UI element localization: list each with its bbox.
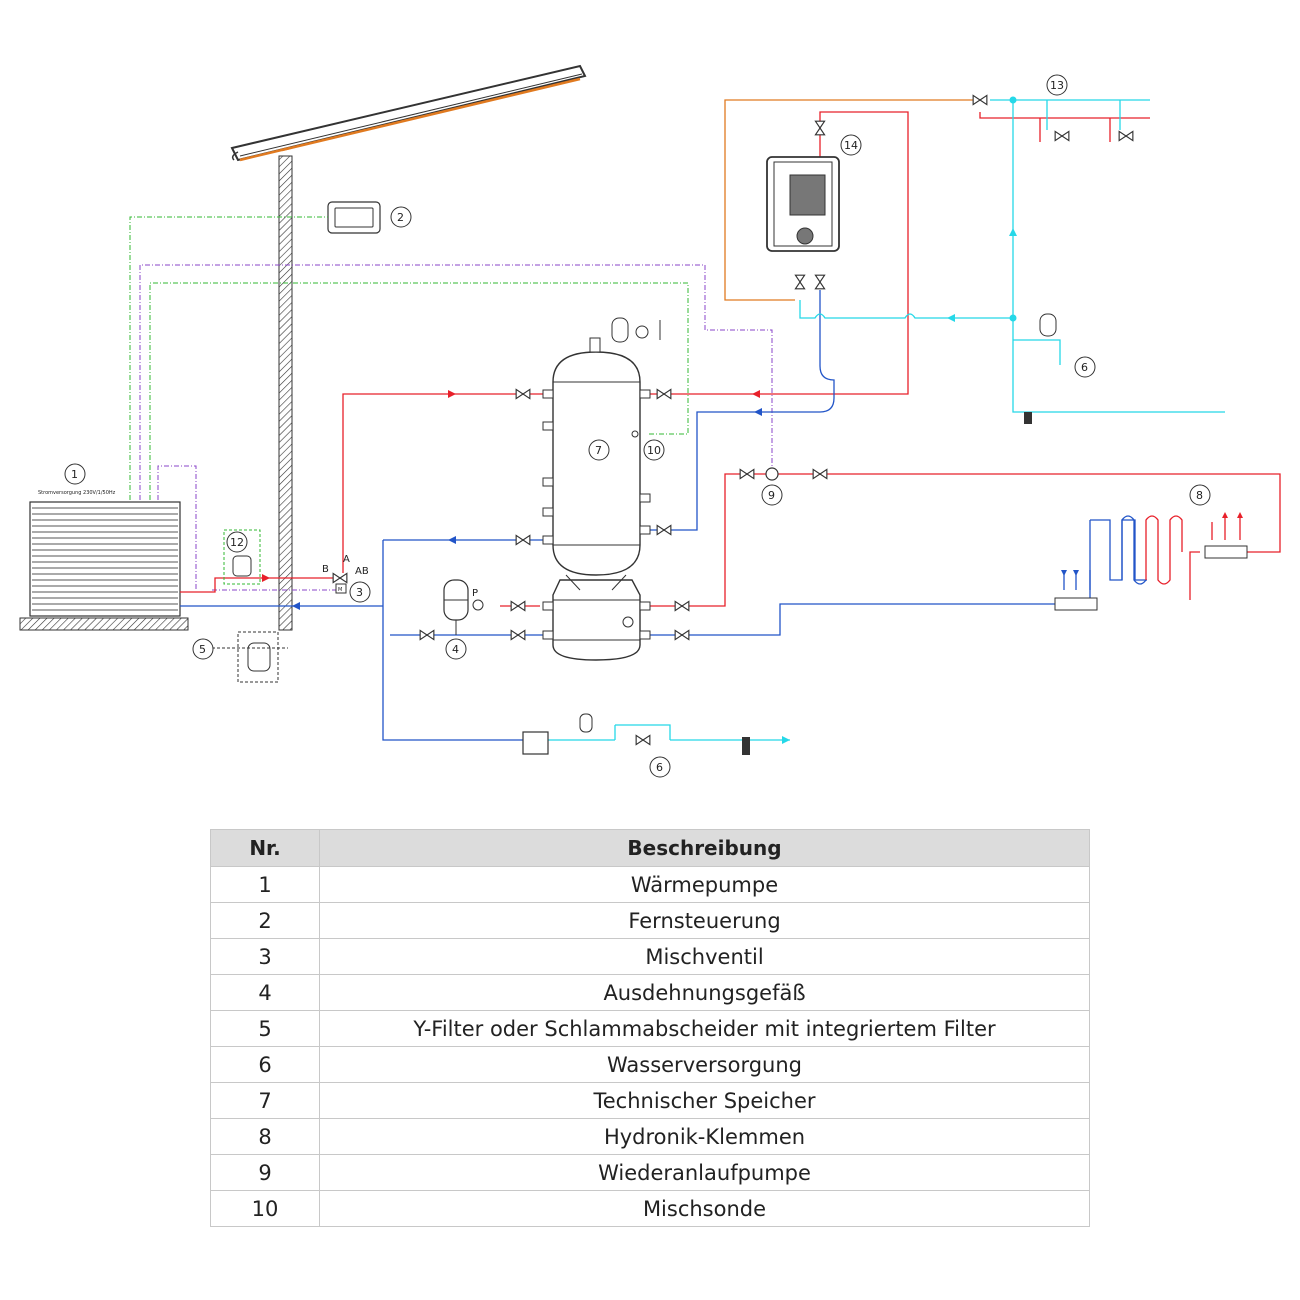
filter-box (212, 631, 288, 683)
callout-4: 4 (445, 638, 467, 660)
svg-text:14: 14 (844, 139, 858, 152)
row-number: 8 (210, 1118, 320, 1155)
row-number: 10 (210, 1190, 320, 1227)
hot-lines (180, 111, 1281, 607)
row-description: Hydronik-Klemmen (319, 1118, 1090, 1155)
svg-text:7: 7 (595, 444, 602, 457)
cold-lines (180, 290, 1147, 741)
fresh-water-lines (548, 99, 1225, 741)
callout-14: 14 (840, 134, 862, 156)
expansion-vessel-water (579, 713, 593, 733)
hot-arrows (262, 390, 1243, 582)
column-header-nr: Nr. (210, 829, 320, 867)
callout-13: 13 (1046, 74, 1068, 96)
expansion-vessel: P (443, 579, 484, 635)
floor-heating-coil (1121, 515, 1183, 585)
fresh-water-station (766, 156, 840, 252)
svg-text:1: 1 (71, 468, 78, 481)
row-description: Fernsteuerung (319, 902, 1090, 939)
svg-text:9: 9 (768, 489, 775, 502)
wall (278, 155, 293, 631)
circulation-pump (765, 467, 779, 481)
row-description: Y-Filter oder Schlammabscheider mit inte… (319, 1010, 1090, 1047)
row-number: 4 (210, 974, 320, 1011)
svg-text:10: 10 (647, 444, 661, 457)
port-b-label: B (322, 564, 329, 575)
svg-text:3: 3 (356, 586, 363, 599)
row-number: 9 (210, 1154, 320, 1191)
row-number: 7 (210, 1082, 320, 1119)
row-description: Wasserversorgung (319, 1046, 1090, 1083)
row-number: 3 (210, 938, 320, 975)
solar-collector (230, 64, 587, 162)
water-softener (522, 731, 549, 755)
water-meter (742, 737, 750, 755)
dhw-tank (542, 574, 651, 661)
valve-motor (335, 583, 347, 594)
column-header-description: Beschreibung (319, 829, 1090, 867)
row-number: 2 (210, 902, 320, 939)
heat-pump-unit (19, 501, 189, 631)
row-number: 5 (210, 1010, 320, 1047)
svg-text:6: 6 (1081, 361, 1088, 374)
motor-label: M (338, 587, 342, 593)
row-description: Ausdehnungsgefäß (319, 974, 1090, 1011)
remote-control (327, 201, 381, 234)
control-lines (129, 216, 773, 591)
row-number: 6 (210, 1046, 320, 1083)
row-description: Mischventil (319, 938, 1090, 975)
legend-header-row: Nr. Beschreibung (210, 829, 1090, 867)
svg-text:8: 8 (1196, 489, 1203, 502)
callout-7: 7 (588, 439, 610, 461)
callout-9: 9 (761, 484, 783, 506)
callout-2: 2 (390, 206, 412, 228)
callout-1: 1 (64, 463, 86, 485)
svg-text:6: 6 (656, 761, 663, 774)
callout-5: 5 (192, 638, 214, 660)
row-number: 1 (210, 866, 320, 903)
svg-text:P: P (472, 588, 478, 599)
svg-text:5: 5 (199, 643, 206, 656)
technical-storage-tank (542, 337, 651, 576)
svg-text:12: 12 (230, 536, 244, 549)
port-a-label: A (343, 554, 350, 565)
hydraulic-schematic: Stromversorgung 230V/1/50Hz (19, 64, 1281, 778)
manifolds (1054, 545, 1248, 611)
power-supply-label: Stromversorgung 230V/1/50Hz (38, 490, 116, 496)
solar-loop (724, 99, 975, 301)
callout-8: 8 (1189, 484, 1211, 506)
expansion-vessel-fresh (1039, 313, 1057, 337)
row-description: Mischsonde (319, 1190, 1090, 1227)
water-filter (1024, 412, 1032, 424)
air-separator (223, 529, 261, 585)
callout-6b: 6 (649, 756, 671, 778)
row-description: Wiederanlaufpumpe (319, 1154, 1090, 1191)
port-ab-label: AB (355, 566, 369, 577)
tank-top-fittings (611, 317, 661, 343)
svg-text:2: 2 (397, 211, 404, 224)
cold-arrows (292, 408, 1079, 610)
callout-12: 12 (226, 531, 248, 553)
callout-6a: 6 (1074, 356, 1096, 378)
callout-3: 3 (349, 581, 371, 603)
fresh-water-arrows (782, 228, 1017, 744)
row-description: Wärmepumpe (319, 866, 1090, 903)
svg-text:4: 4 (452, 643, 459, 656)
row-description: Technischer Speicher (319, 1082, 1090, 1119)
callout-10: 10 (643, 439, 665, 461)
svg-text:13: 13 (1050, 79, 1064, 92)
